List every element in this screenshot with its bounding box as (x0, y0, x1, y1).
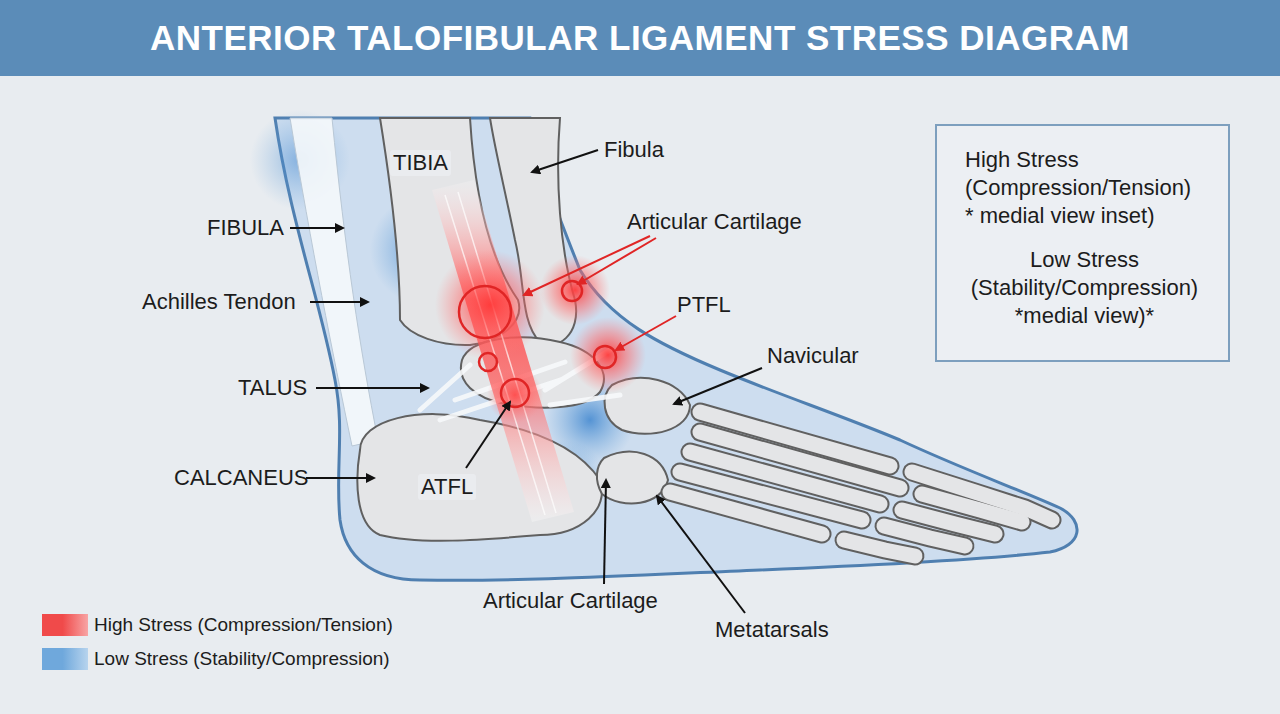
box-text: High Stress (Compression/Tension) * medi… (965, 146, 1204, 230)
part-label: Achilles Tendon (142, 289, 296, 315)
cuboid-bone (597, 452, 668, 504)
legend-box: High Stress (Compression/Tension) * medi… (935, 124, 1230, 362)
diagram-title: ANTERIOR TALOFIBULAR LIGAMENT STRESS DIA… (0, 0, 1280, 76)
legend-swatch (42, 648, 88, 670)
part-label: ATFL (418, 474, 476, 500)
stress-markers (459, 281, 616, 407)
calcaneus-bone (357, 414, 602, 541)
part-label: CALCANEUS (174, 465, 308, 491)
box-text: Low Stress (Stability/Compression) *medi… (965, 246, 1204, 330)
legend-text: High Stress (Compression/Tension) (94, 614, 393, 636)
part-label: Navicular (767, 343, 859, 369)
legend-text: Low Stress (Stability/Compression) (94, 648, 390, 670)
title-bar (0, 0, 1280, 76)
red-leader-lines (524, 236, 676, 350)
part-label: Articular Cartilage (483, 588, 658, 614)
legend-swatch (42, 614, 88, 636)
part-label: Metatarsals (715, 617, 829, 643)
part-label: TALUS (238, 375, 307, 401)
part-label: Fibula (604, 137, 664, 163)
atfl-stress-band (432, 180, 574, 522)
part-label: FIBULA (207, 215, 284, 241)
part-label: TIBIA (390, 150, 451, 176)
part-label: PTFL (677, 292, 731, 318)
part-label: Articular Cartilage (627, 209, 802, 235)
metatarsal-bones (670, 412, 1052, 556)
